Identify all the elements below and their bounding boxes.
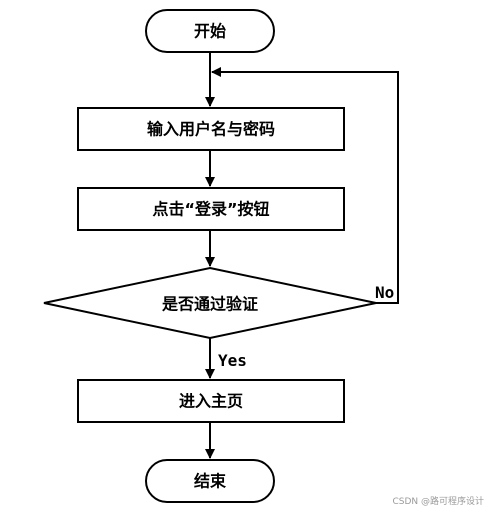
start-label: 开始 <box>194 22 226 41</box>
no-loop-connector <box>211 67 399 304</box>
csdn-watermark: CSDN @路可程序设计 <box>392 497 484 507</box>
input-credentials-label: 输入用户名与密码 <box>147 120 275 139</box>
verification-decision-label: 是否通过验证 <box>161 295 258 314</box>
input-credentials-box <box>77 107 345 151</box>
enter-homepage-label: 进入主页 <box>179 392 243 411</box>
no-branch-label: No <box>375 283 394 302</box>
end-terminator <box>145 459 275 503</box>
enter-homepage-box <box>77 379 345 423</box>
end-label: 结束 <box>193 472 227 491</box>
click-login-label: 点击“登录”按钮 <box>152 200 269 219</box>
yes-branch-label: Yes <box>218 351 247 370</box>
